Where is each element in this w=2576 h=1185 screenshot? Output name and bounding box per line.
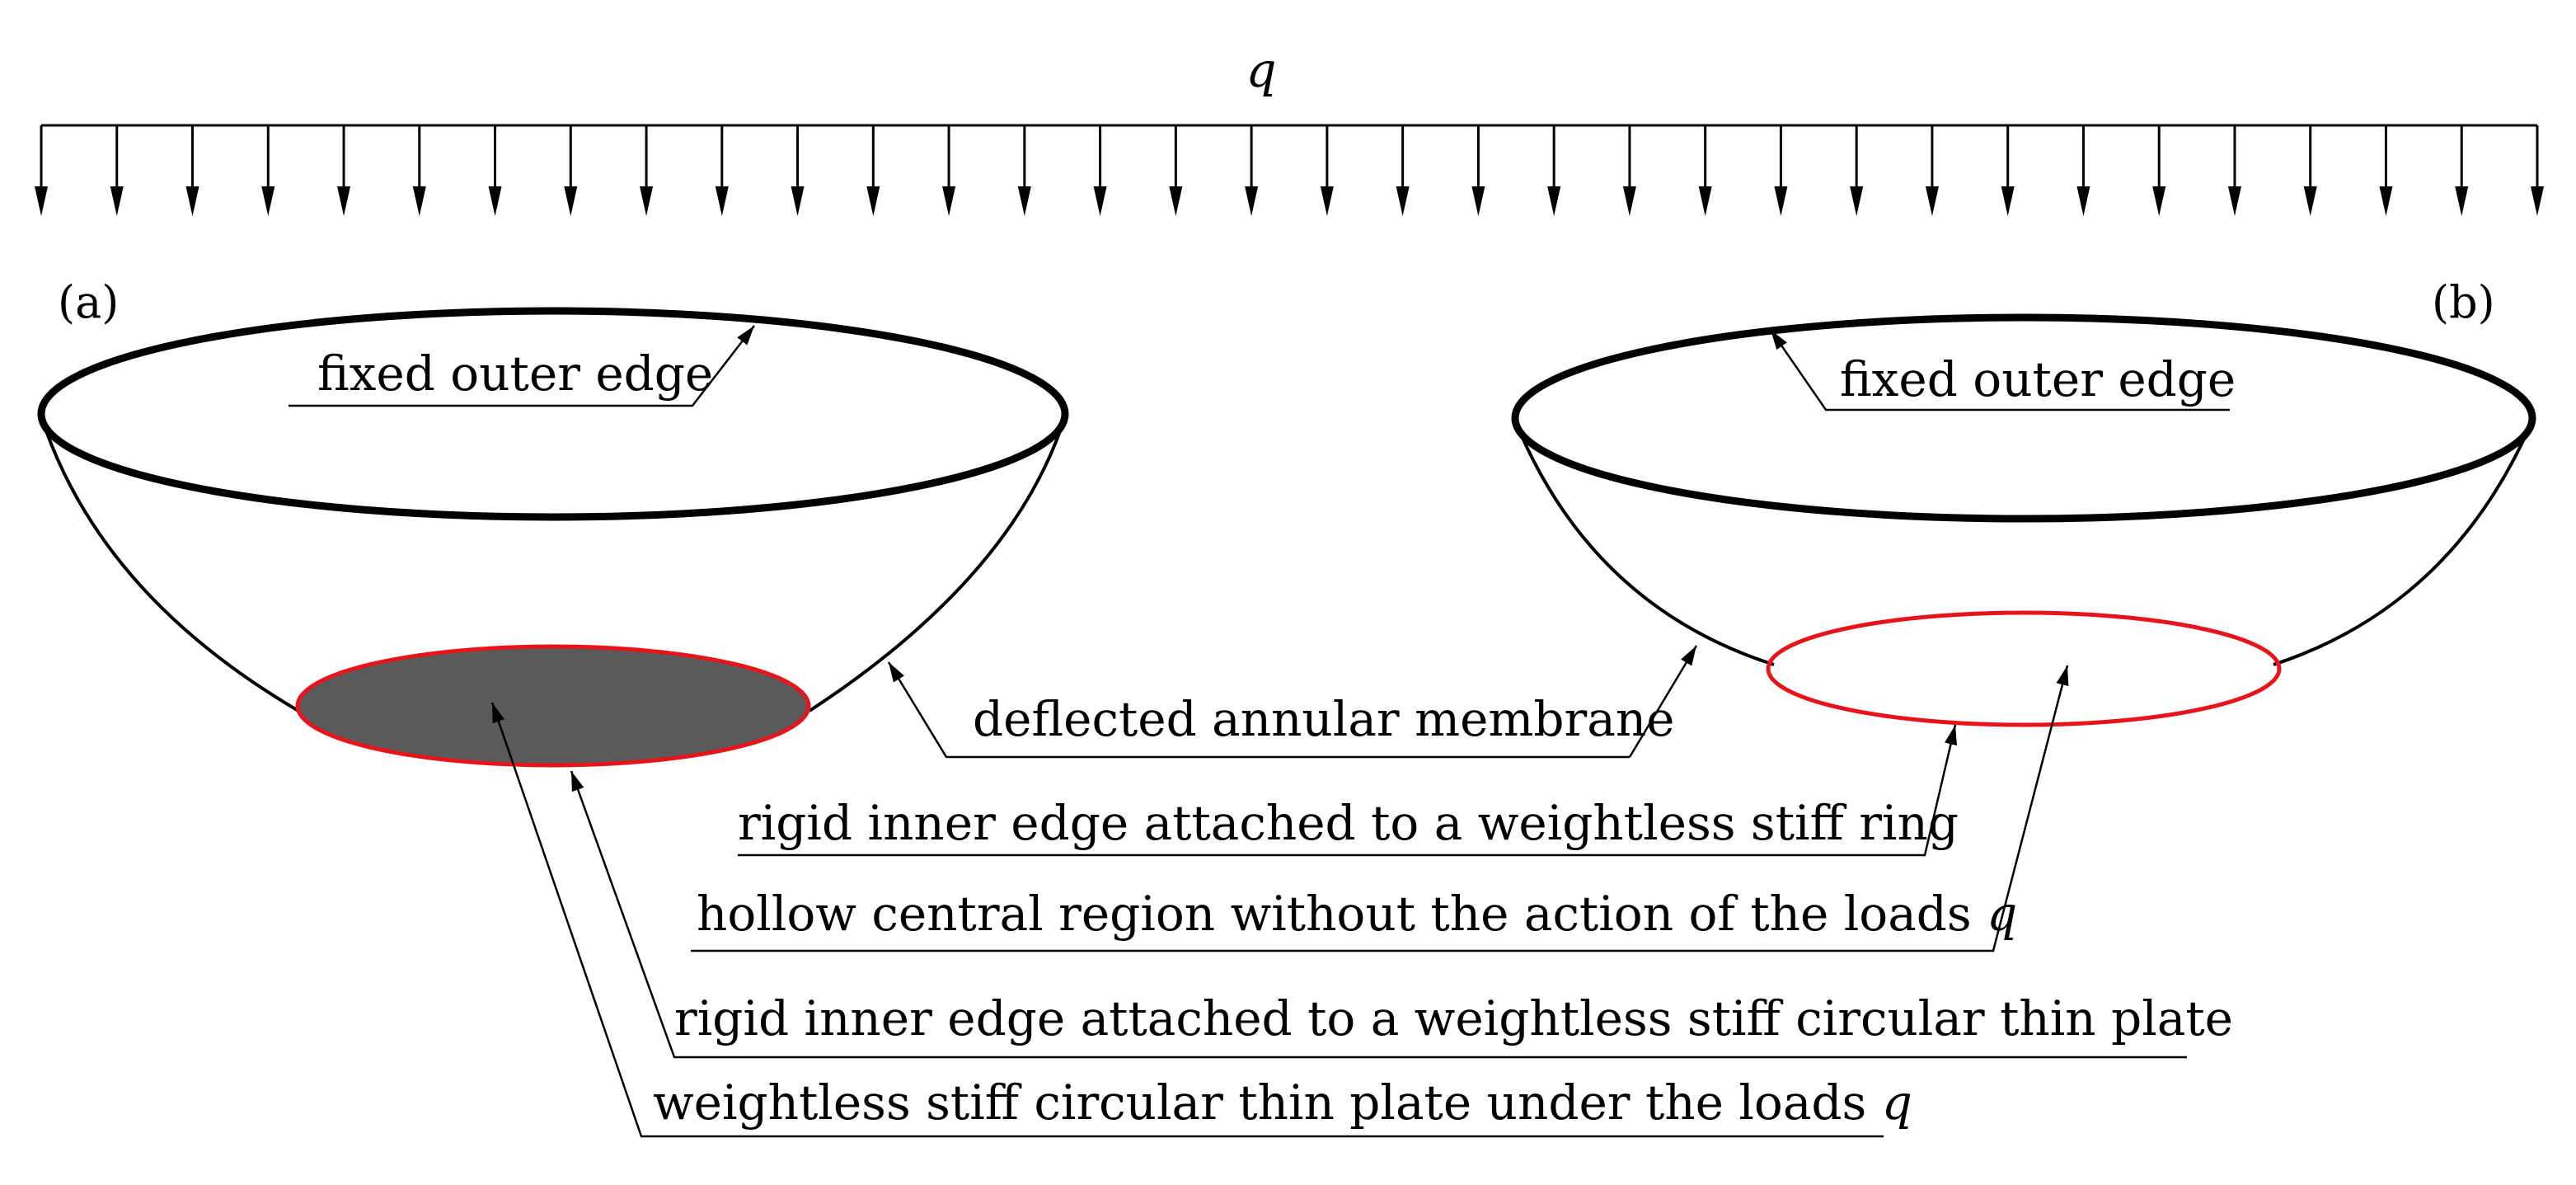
load-arrow-head — [1471, 186, 1485, 216]
panel-a-bowl — [37, 307, 1069, 768]
load-arrow-head — [2379, 186, 2393, 216]
label-rigid-inner-edge-ring: rigid inner edge attached to a weightles… — [738, 795, 1959, 851]
load-arrow-head — [337, 186, 351, 216]
panel-b-tag: (b) — [2432, 276, 2495, 328]
stiff-ring-b — [1766, 610, 2282, 727]
load-arrow-head — [1547, 186, 1561, 216]
label-fixed-outer-edge-b: fixed outer edge — [1840, 351, 2236, 407]
load-arrow-head — [564, 186, 578, 216]
leader-fixed-edge-b — [1769, 329, 2230, 411]
load-arrow-head — [1774, 186, 1788, 216]
leader-fixed-edge-a — [289, 325, 755, 407]
load-arrow-head — [2152, 186, 2166, 216]
rigid-plate-a — [295, 644, 811, 768]
label-plate-under-loads: weightless stiff circular thin plate und… — [653, 1074, 1912, 1131]
load-arrow-head — [1320, 186, 1334, 216]
leader-plate-under-loads — [490, 702, 1884, 1138]
load-arrow-head — [866, 186, 880, 216]
load-arrow-head — [412, 186, 426, 216]
load-arrow-head — [1245, 186, 1259, 216]
label-hollow-region-text: hollow central region without the action… — [697, 886, 1987, 942]
load-arrow-head — [1093, 186, 1107, 216]
load-arrow-head — [1396, 186, 1410, 216]
distributed-load: q — [35, 42, 2544, 216]
leader-membrane-b — [1628, 645, 1698, 758]
load-arrow-head — [2531, 186, 2544, 216]
load-arrow-head — [261, 186, 275, 216]
load-symbol: q — [1246, 42, 1276, 98]
fixed-outer-edge-b — [1511, 313, 2536, 523]
load-arrow-head — [2455, 186, 2469, 216]
leader-lines — [289, 325, 2230, 1138]
membrane-b-right — [2273, 420, 2534, 666]
fixed-outer-edge-a — [37, 307, 1069, 521]
membrane-a-right — [808, 416, 1067, 712]
label-hollow-central-region: hollow central region without the action… — [697, 886, 2017, 942]
label-fixed-outer-edge-a: fixed outer edge — [317, 346, 713, 402]
membrane-b-left — [1513, 420, 1775, 666]
load-arrows — [35, 125, 2544, 216]
load-arrow-head — [791, 186, 805, 216]
load-arrow-head — [715, 186, 729, 216]
load-arrow-head — [110, 186, 124, 216]
load-arrow-head — [1622, 186, 1636, 216]
label-deflected-membrane: deflected annular membrane — [973, 691, 1675, 747]
load-arrow-head — [1698, 186, 1712, 216]
load-arrow-head — [185, 186, 199, 216]
load-arrow-head — [2303, 186, 2317, 216]
label-plate-under-loads-symbol: q — [1882, 1074, 1912, 1131]
leader-hollow-region — [691, 665, 2069, 952]
label-hollow-region-symbol: q — [1987, 886, 2017, 942]
load-arrow-head — [640, 186, 654, 216]
load-arrow-head — [488, 186, 502, 216]
panel-b-bowl — [1511, 313, 2536, 727]
leader-stiff-ring — [738, 724, 1958, 857]
panel-a-tag: (a) — [58, 276, 119, 328]
load-arrow-head — [1017, 186, 1031, 216]
load-arrow-head — [2001, 186, 2015, 216]
load-arrow-head — [35, 186, 48, 216]
label-plate-under-loads-text: weightless stiff circular thin plate und… — [653, 1074, 1882, 1131]
leader-membrane-a — [887, 661, 1630, 759]
load-arrow-head — [1925, 186, 1939, 216]
load-arrow-head — [2227, 186, 2241, 216]
load-arrow-head — [2076, 186, 2090, 216]
load-arrow-head — [1850, 186, 1864, 216]
membrane-a-left — [40, 416, 300, 712]
load-arrow-head — [1169, 186, 1183, 216]
label-rigid-inner-edge-plate: rigid inner edge attached to a weightles… — [674, 990, 2233, 1046]
leader-rigid-plate-edge — [570, 770, 2187, 1059]
load-arrow-head — [942, 186, 956, 216]
